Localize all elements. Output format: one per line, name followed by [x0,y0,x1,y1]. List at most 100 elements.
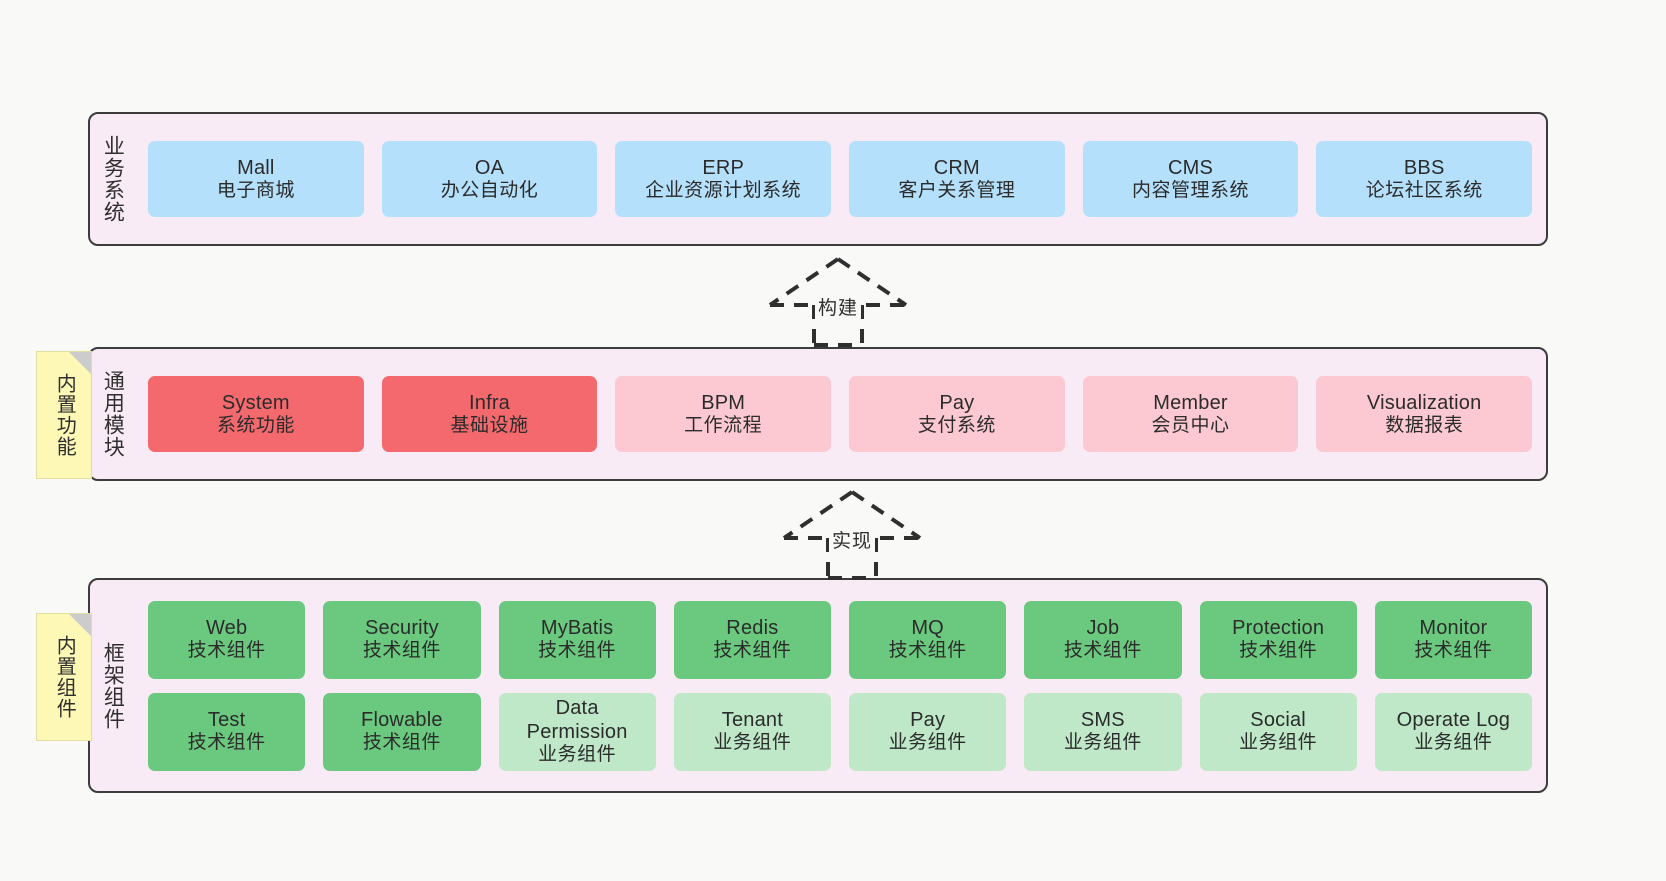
node-title: BBS [1403,156,1445,179]
node-title: MyBatis [540,617,614,640]
node-pay-component[interactable]: Pay 业务组件 [849,692,1007,771]
node-title: Mall [237,156,275,179]
node-subtitle: 业务组件 [713,732,792,754]
node-title: Flowable [361,709,443,732]
connector-label-build: 构建 [814,293,862,320]
node-cms[interactable]: CMS 内容管理系统 [1082,141,1299,217]
node-social[interactable]: Social 业务组件 [1199,692,1357,771]
node-protection[interactable]: Protection 技术组件 [1199,600,1357,679]
node-crm[interactable]: CRM 客户关系管理 [849,141,1065,217]
node-visualization[interactable]: Visualization 数据报表 [1316,376,1533,452]
node-mybatis[interactable]: MyBatis 技术组件 [498,600,656,679]
node-subtitle: 客户关系管理 [898,179,1016,201]
node-mall[interactable]: Mall 电子商城 [148,141,364,217]
node-title: Data Permission [526,697,628,744]
dashed-hollow-arrow-icon [768,257,908,347]
node-subtitle: 内容管理系统 [1132,179,1250,201]
node-subtitle: 业务组件 [1414,732,1493,754]
node-oa[interactable]: OA 办公自动化 [381,141,598,217]
note-builtin-component: 内置组件 [36,613,92,741]
node-subtitle: 业务组件 [1063,732,1142,754]
node-tenant[interactable]: Tenant 业务组件 [673,692,831,771]
node-pay-module[interactable]: Pay 支付系统 [849,376,1065,452]
node-title: Operate Log [1396,709,1511,732]
node-title: Test [207,709,246,732]
node-title: Member [1153,391,1228,414]
connector-build: 构建 [758,255,918,347]
node-subtitle: 系统功能 [216,414,295,436]
node-security[interactable]: Security 技术组件 [323,600,481,679]
node-title: Monitor [1419,617,1488,640]
layer-title-business-system: 业务系统 [101,135,125,223]
node-subtitle: 电子商城 [216,179,295,201]
node-title: Infra [468,391,511,414]
layer-framework-component: 框架组件 Web 技术组件 Security 技术组件 MyBatis 技术组件… [88,578,1548,793]
node-subtitle: 业务组件 [538,744,617,766]
node-title: Redis [726,617,779,640]
node-subtitle: 技术组件 [187,732,266,754]
node-row: System 系统功能 Infra 基础设施 BPM 工作流程 Pay 支付系统… [148,376,1533,452]
node-data-permission[interactable]: Data Permission 业务组件 [498,692,656,771]
node-subtitle: 数据报表 [1385,414,1464,436]
node-member[interactable]: Member 会员中心 [1082,376,1299,452]
note-builtin-function: 内置功能 [36,351,92,479]
node-operate-log[interactable]: Operate Log 业务组件 [1374,692,1532,771]
node-redis[interactable]: Redis 技术组件 [673,600,831,679]
node-subtitle: 企业资源计划系统 [645,179,802,201]
node-title: ERP [702,156,745,179]
connector-label-realize: 实现 [828,526,876,553]
node-subtitle: 技术组件 [362,732,441,754]
node-bbs[interactable]: BBS 论坛社区系统 [1316,141,1533,217]
node-title: Security [364,617,439,640]
node-infra[interactable]: Infra 基础设施 [381,376,598,452]
node-title: Web [205,617,248,640]
node-title: Visualization [1366,391,1482,414]
node-title: Tenant [721,709,783,732]
node-flowable[interactable]: Flowable 技术组件 [323,692,481,771]
node-bpm[interactable]: BPM 工作流程 [615,376,832,452]
layer-body-common-module: System 系统功能 Infra 基础设施 BPM 工作流程 Pay 支付系统… [134,349,1546,479]
node-subtitle: 技术组件 [1414,640,1493,662]
node-title: SMS [1080,709,1125,732]
node-title: MQ [911,617,944,640]
note-label: 内置功能 [53,373,76,457]
node-title: Job [1086,617,1120,640]
connector-realize: 实现 [772,488,932,580]
node-erp[interactable]: ERP 企业资源计划系统 [615,141,832,217]
layer-common-module: 通用模块 System 系统功能 Infra 基础设施 BPM 工作流程 Pay… [88,347,1548,481]
dashed-hollow-arrow-icon [782,490,922,580]
node-subtitle: 技术组件 [1239,640,1318,662]
node-sms[interactable]: SMS 业务组件 [1024,692,1182,771]
node-title: Pay [939,391,975,414]
layer-body-business-system: Mall 电子商城 OA 办公自动化 ERP 企业资源计划系统 CRM 客户关系… [134,114,1546,244]
node-title: Pay [910,709,946,732]
node-test[interactable]: Test 技术组件 [148,692,306,771]
layer-body-framework-component: Web 技术组件 Security 技术组件 MyBatis 技术组件 Redi… [134,580,1546,791]
layer-title-common-module: 通用模块 [101,370,125,458]
node-title: CMS [1168,156,1214,179]
node-mq[interactable]: MQ 技术组件 [849,600,1007,679]
node-subtitle: 业务组件 [888,732,967,754]
layer-business-system: 业务系统 Mall 电子商城 OA 办公自动化 ERP 企业资源计划系统 CRM… [88,112,1548,246]
node-row: Test 技术组件 Flowable 技术组件 Data Permission … [148,692,1532,771]
node-subtitle: 技术组件 [888,640,967,662]
node-title: System [221,391,290,414]
node-web[interactable]: Web 技术组件 [148,600,306,679]
node-job[interactable]: Job 技术组件 [1024,600,1182,679]
node-subtitle: 会员中心 [1151,414,1230,436]
node-subtitle: 业务组件 [1239,732,1318,754]
node-title: BPM [701,391,746,414]
node-system[interactable]: System 系统功能 [148,376,364,452]
node-subtitle: 技术组件 [1063,640,1142,662]
node-title: Protection [1232,617,1325,640]
node-subtitle: 技术组件 [362,640,441,662]
node-subtitle: 工作流程 [684,414,763,436]
node-subtitle: 基础设施 [450,414,529,436]
note-label: 内置组件 [53,635,76,719]
node-subtitle: 支付系统 [917,414,996,436]
node-subtitle: 技术组件 [538,640,617,662]
node-subtitle: 技术组件 [713,640,792,662]
node-monitor[interactable]: Monitor 技术组件 [1374,600,1532,679]
node-subtitle: 论坛社区系统 [1365,179,1483,201]
